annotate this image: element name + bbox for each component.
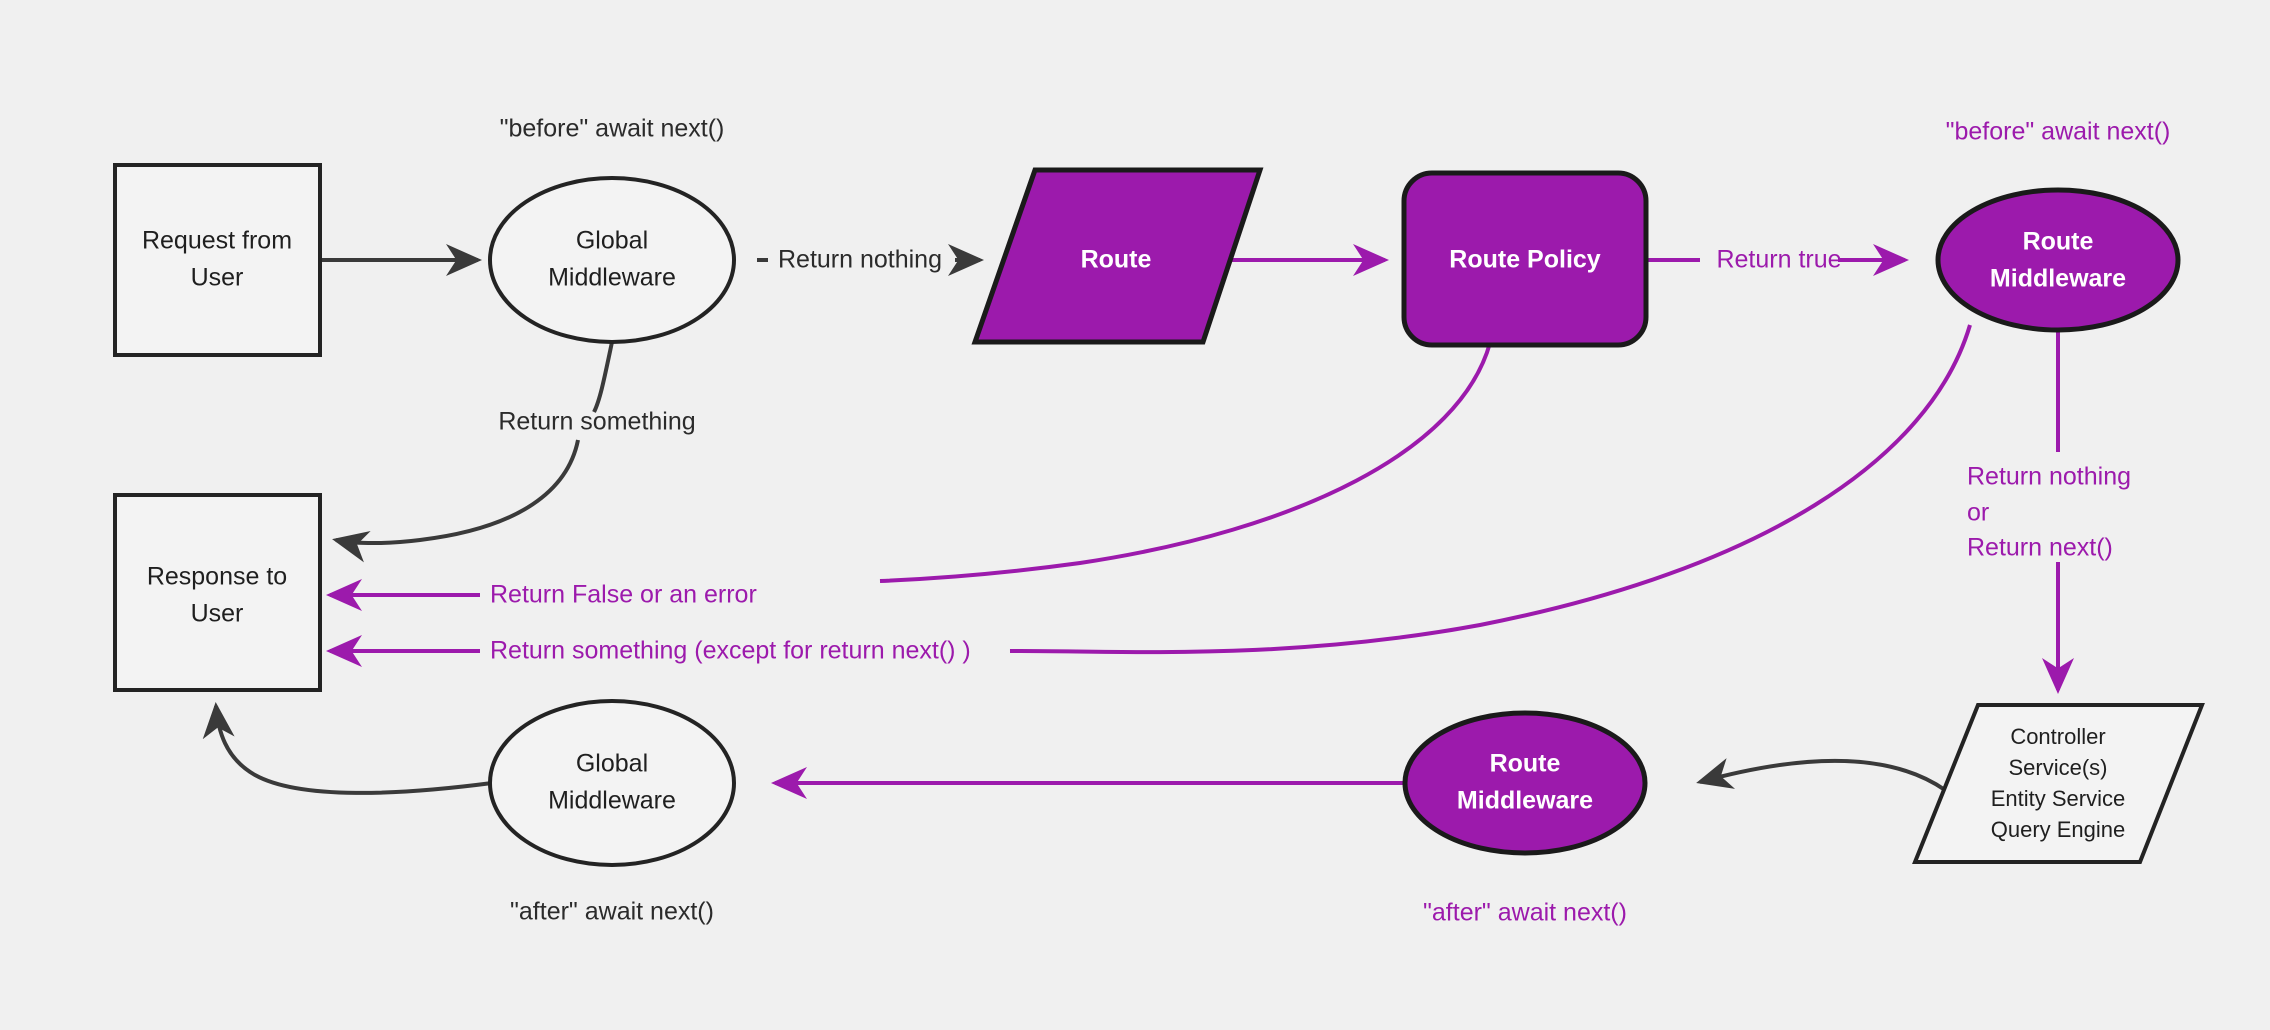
node-route-middleware-bottom-line2: Middleware — [1457, 787, 1593, 815]
edge-label-return-nothing-or-next-line2: or — [1967, 499, 1989, 527]
node-route-middleware-top-line2: Middleware — [1990, 265, 2126, 293]
node-route-label: Route — [1081, 246, 1152, 274]
node-request-from-user[interactable]: Request from User — [113, 163, 322, 357]
edge-label-return-something-except: Return something (except for return next… — [490, 637, 971, 665]
node-global-middleware-top[interactable]: Global Middleware — [488, 176, 736, 344]
annotation-after-await-next-global: "after" await next() — [510, 898, 714, 926]
node-controller-line3: Entity Service — [1991, 786, 2126, 811]
node-request-from-user-line1: Request from — [142, 227, 292, 255]
edge-global-middleware-to-route: Return nothing — [757, 244, 984, 276]
edge-route-middleware-to-controller: Return nothing or Return next() — [1967, 330, 2131, 694]
annotation-after-await-next-route: "after" await next() — [1423, 899, 1627, 927]
node-global-middleware-bottom[interactable]: Global Middleware — [488, 699, 736, 867]
node-route-middleware-bottom[interactable]: Route Middleware — [1402, 710, 1648, 856]
node-response-to-user[interactable]: Response to User — [113, 493, 322, 692]
edge-label-return-nothing-or-next-line1: Return nothing — [1967, 463, 2131, 491]
edge-label-return-false-or-error: Return False or an error — [490, 581, 757, 609]
edge-route-middleware-to-response-something: Return something (except for return next… — [326, 324, 1972, 667]
node-response-to-user-line1: Response to — [147, 563, 287, 591]
node-response-to-user-line2: User — [191, 600, 244, 628]
edge-route-policy-to-route-middleware: Return true — [1648, 244, 1909, 276]
node-global-middleware-top-line1: Global — [576, 227, 648, 255]
node-route-middleware-top[interactable]: Route Middleware — [1935, 187, 2181, 333]
node-controller-line2: Service(s) — [2008, 755, 2107, 780]
annotation-before-await-next-global: "before" await next() — [500, 115, 725, 143]
node-global-middleware-bottom-line1: Global — [576, 750, 648, 778]
edge-label-return-true: Return true — [1716, 246, 1841, 274]
edge-label-return-something: Return something — [498, 408, 695, 436]
node-route-middleware-top-line1: Route — [2023, 228, 2094, 256]
node-controller[interactable]: Controller Service(s) Entity Service Que… — [1912, 703, 2205, 864]
node-controller-line4: Query Engine — [1991, 817, 2126, 842]
annotation-before-await-next-route: "before" await next() — [1946, 118, 2171, 146]
node-global-middleware-bottom-line2: Middleware — [548, 787, 676, 815]
node-controller-line1: Controller — [2010, 724, 2105, 749]
node-route[interactable]: Route — [971, 167, 1264, 345]
edge-global-middleware-bottom-to-response — [202, 702, 493, 795]
node-route-policy-label: Route Policy — [1449, 246, 1601, 274]
edge-controller-to-route-middleware-bottom — [1696, 758, 1947, 792]
edge-label-return-nothing-or-next-line3: Return next() — [1967, 534, 2113, 562]
node-global-middleware-top-line2: Middleware — [548, 264, 676, 292]
edge-route-policy-to-response-false: Return False or an error — [326, 342, 1492, 611]
node-request-from-user-line2: User — [191, 264, 244, 292]
node-route-middleware-bottom-line1: Route — [1490, 750, 1561, 778]
edge-global-middleware-to-response: Return something — [332, 341, 696, 563]
edge-label-return-nothing: Return nothing — [778, 246, 942, 274]
node-route-policy[interactable]: Route Policy — [1401, 170, 1649, 348]
